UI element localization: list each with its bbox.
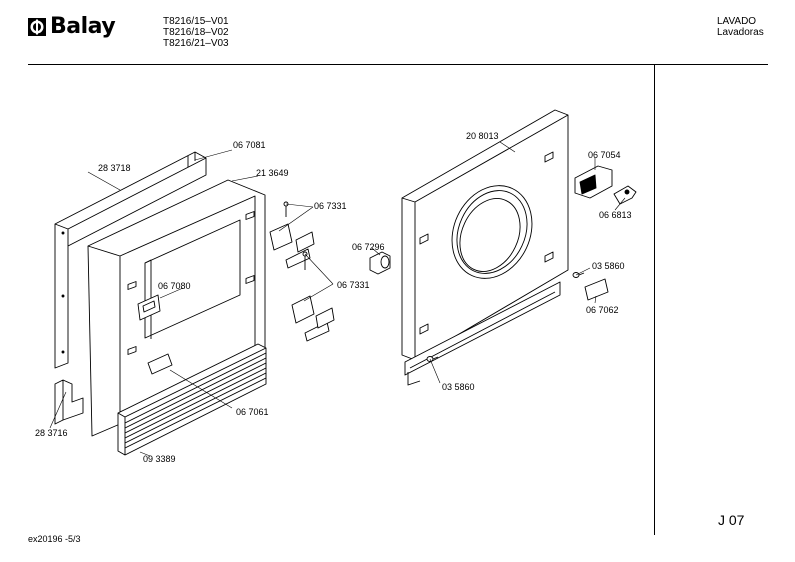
latch-067080 bbox=[137, 294, 161, 321]
model-number: T8216/15–V01 bbox=[163, 16, 229, 27]
brand-name: Balay bbox=[50, 14, 116, 39]
category-block: LAVADO Lavadoras bbox=[717, 16, 764, 38]
category-title: LAVADO bbox=[717, 16, 757, 27]
category-subtitle: Lavadoras bbox=[717, 27, 764, 38]
knob-067296 bbox=[369, 251, 391, 275]
cover-plate-067062 bbox=[584, 278, 609, 301]
hinge-067331-lower bbox=[291, 251, 335, 342]
side-divider bbox=[654, 65, 655, 535]
balay-logo-icon bbox=[28, 18, 46, 36]
diagram-code: ex20196 -5/3 bbox=[28, 534, 81, 544]
model-number: T8216/18–V02 bbox=[163, 27, 229, 38]
part-label-093389: 09 3389 bbox=[143, 454, 176, 464]
part-label-067080: 06 7080 bbox=[158, 281, 191, 291]
door-catch-066813 bbox=[613, 185, 637, 205]
page-code: J 07 bbox=[718, 512, 745, 528]
part-label-067081: 06 7081 bbox=[233, 140, 266, 150]
header-divider bbox=[28, 64, 768, 65]
model-number: T8216/21–V03 bbox=[163, 38, 229, 49]
door-frame-283718 bbox=[54, 151, 207, 369]
part-label-067296: 06 7296 bbox=[352, 242, 385, 252]
grille-093389 bbox=[117, 343, 267, 456]
part-label-067054: 06 7054 bbox=[588, 150, 621, 160]
hinge-067331-upper bbox=[269, 201, 315, 269]
part-label-283718: 28 3718 bbox=[98, 163, 131, 173]
part-label-035860-lower: 03 5860 bbox=[442, 382, 475, 392]
part-label-067062: 06 7062 bbox=[586, 305, 619, 315]
part-label-067331-upper: 06 7331 bbox=[314, 201, 347, 211]
part-label-035860-upper: 03 5860 bbox=[592, 261, 625, 271]
brand-logo: Balay bbox=[27, 14, 116, 40]
model-list: T8216/15–V01 T8216/18–V02 T8216/21–V03 bbox=[163, 16, 229, 49]
front-panel-208013 bbox=[401, 109, 569, 386]
part-label-208013: 20 8013 bbox=[466, 131, 499, 141]
part-label-283716: 28 3716 bbox=[35, 428, 68, 438]
part-label-066813: 06 6813 bbox=[599, 210, 632, 220]
part-label-067061: 06 7061 bbox=[236, 407, 269, 417]
leader-lines bbox=[49, 141, 626, 457]
part-label-067331-lower: 06 7331 bbox=[337, 280, 370, 290]
door-lock-067054 bbox=[574, 165, 613, 199]
part-label-213649: 21 3649 bbox=[256, 168, 289, 178]
handle-067061 bbox=[147, 353, 173, 375]
frame-strip-283716 bbox=[54, 379, 84, 425]
screw-035860-upper bbox=[572, 272, 585, 278]
